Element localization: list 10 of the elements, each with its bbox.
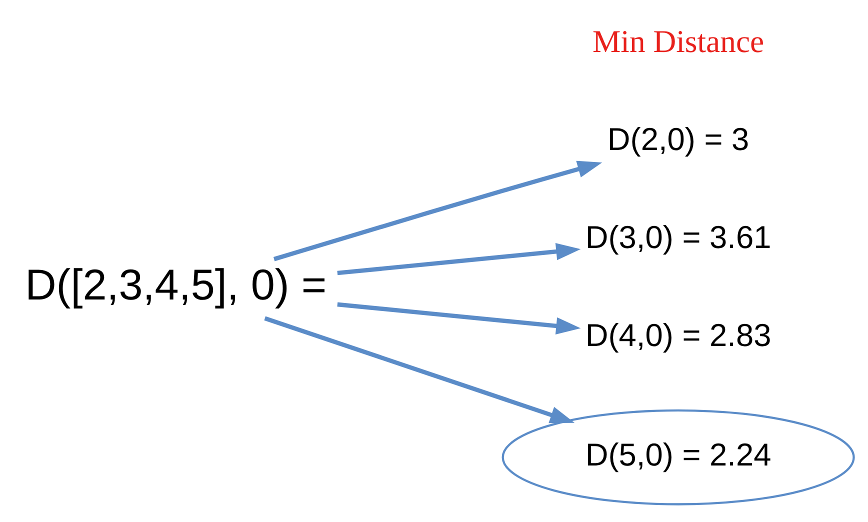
node-ellipse: D(5,0) = 2.24: [502, 409, 855, 506]
node-text: D(4,0) = 2.83: [585, 316, 772, 353]
node-text: D(2,0) = 3: [607, 120, 750, 157]
arrow: [273, 160, 602, 262]
label: Min Distance: [592, 24, 764, 59]
arrow: [264, 316, 575, 424]
node-text: D([2,3,4,5], 0) =: [25, 262, 327, 310]
arrow: [337, 243, 581, 276]
node-text: D(3,0) = 3.61: [585, 218, 772, 255]
arrow: [337, 302, 581, 334]
